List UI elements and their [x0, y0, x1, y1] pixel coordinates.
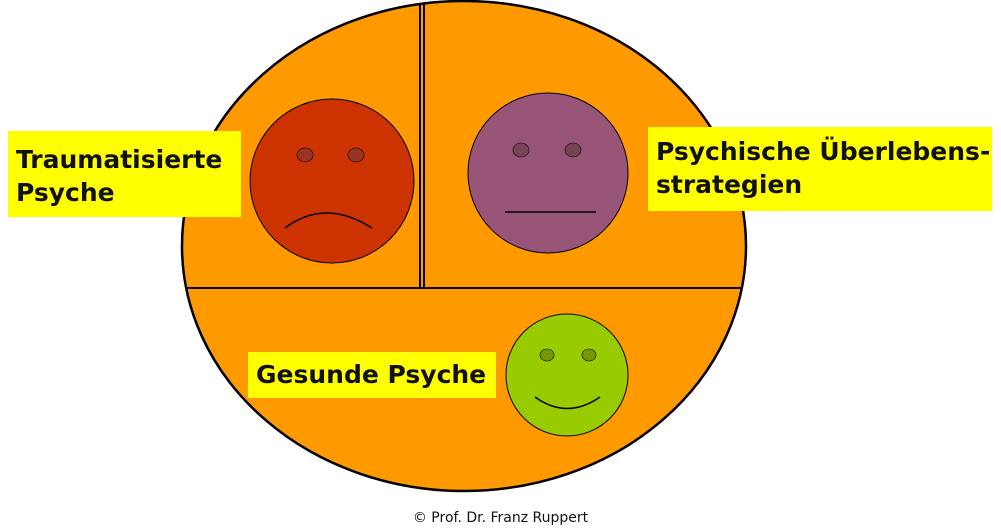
traumatized-label-line2: Psyche [16, 178, 115, 207]
healthy-label-text: Gesunde Psyche [256, 360, 487, 389]
psyche-ellipse [182, 1, 746, 491]
traumatized-label-line1: Traumatisierte [16, 145, 223, 174]
sad-face-icon [249, 98, 415, 264]
healthy-psyche-label: Gesunde Psyche [248, 352, 496, 398]
copyright-notice: © Prof. Dr. Franz Ruppert [412, 510, 589, 526]
ellipse-outline [180, 0, 748, 493]
survival-strategies-label: Psychische Überlebens- strategien [648, 127, 992, 211]
smiley-face-icon [505, 313, 629, 437]
section-dividers [182, 1, 746, 289]
survival-label-line1: Psychische Überlebens- [656, 137, 991, 166]
traumatized-psyche-label: Traumatisierte Psyche [8, 131, 241, 217]
neutral-face-icon [467, 92, 629, 254]
survival-label-line2: strategien [656, 170, 803, 199]
